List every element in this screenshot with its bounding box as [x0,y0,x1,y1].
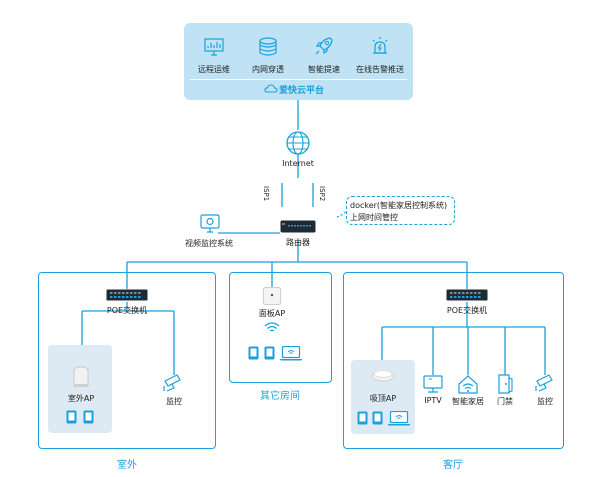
platform-name: 爱快云平台 [279,86,325,96]
ceiling-ap-icon [371,368,395,382]
cloud-icon [264,84,278,93]
feature-label-alarm-push: 在线告警推送 [356,65,404,74]
phone-icon [66,410,77,424]
isp2-label: ISP2 [318,186,326,202]
feature-label-remote-ops: 远程运维 [198,65,230,74]
database-icon [258,37,278,57]
docker-note-line2: 上网时间管控 [350,213,398,222]
phone-icon [264,346,275,360]
security-camera-icon [162,372,184,392]
alarm-icon [369,36,391,56]
outdoor-ap-panel [48,345,112,433]
cloud-platform-panel [184,23,413,100]
living-room-title: 客厅 [443,460,463,471]
isp1-label: ISP1 [262,186,270,202]
phone-icon [83,410,94,424]
outdoor-monitor-label: 监控 [166,397,182,406]
chart-monitor-icon [204,38,224,56]
living-switch-label: POE交换机 [446,306,488,315]
smart-home-icon [457,374,479,394]
device-label-smart-home: 智能家居 [452,397,484,406]
internet-label: Internet [282,159,314,168]
other-rooms-title: 其它房间 [260,391,300,402]
laptop-icon [279,346,303,361]
living-switch-icon [446,289,488,302]
cloud-divider [190,79,407,80]
feature-label-speedup: 智能提速 [308,65,340,74]
other-rooms-section [229,272,332,383]
globe-icon [285,130,311,156]
phone-icon [372,411,383,425]
router-icon [280,220,316,234]
tv-icon [423,375,443,393]
device-label-monitor: 监控 [537,397,553,406]
device-label-door: 门禁 [497,397,513,406]
docker-note-box [346,196,455,225]
rocket-icon [314,36,334,56]
phone-icon [357,411,368,425]
laptop-icon [387,411,411,426]
outdoor-ap-label: 室外AP [67,394,95,403]
device-label-iptv: IPTV [424,396,442,405]
outdoor-section [38,272,216,449]
feature-label-tunnel: 内网穿透 [252,65,284,74]
door-access-icon [497,374,513,394]
phone-icon [248,346,259,360]
outdoor-switch-icon [106,289,148,302]
panel-ap-label: 面板AP [258,309,286,318]
outdoor-ap-icon [73,366,89,388]
video-monitor-icon [200,214,220,234]
docker-note-line1: docker(智能家居控制系统) [350,201,448,210]
video-monitor-label: 视频监控系统 [185,239,233,248]
wifi-signal-icon [263,321,281,333]
security-camera-icon [534,372,556,392]
panel-ap-icon [263,287,281,305]
router-label: 路由器 [286,238,310,247]
outdoor-title: 室外 [117,460,137,471]
outdoor-switch-label: POE交换机 [106,306,148,315]
living-room-section [343,272,564,449]
ceiling-ap-label: 吸顶AP [369,394,397,403]
